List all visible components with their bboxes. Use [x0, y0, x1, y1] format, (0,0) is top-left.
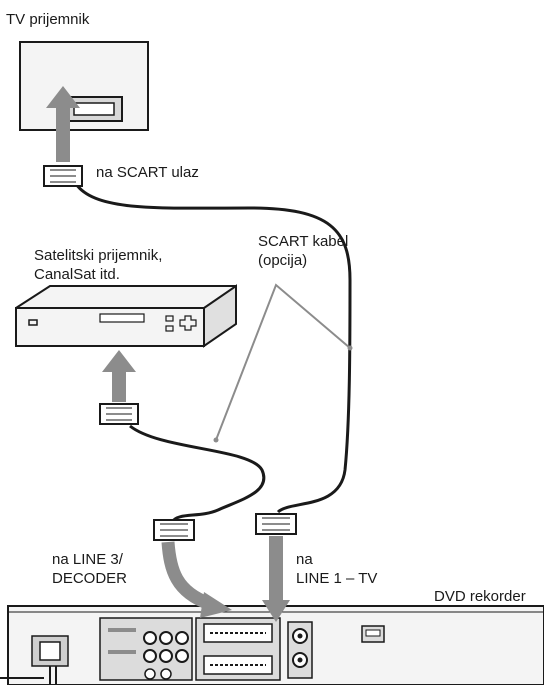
callout-dot-tv — [347, 345, 353, 351]
line1-tv-label: na LINE 1 – TV — [296, 550, 377, 588]
tv-receiver-label: TV prijemnik — [6, 11, 90, 28]
arrow-to-satellite — [102, 350, 136, 402]
scart-plug-satellite-end — [99, 403, 139, 425]
satellite-receiver-label-line1: Satelitski prijemnik, — [34, 247, 163, 264]
scart-cable-label: SCART kabel (opcija) — [258, 232, 348, 270]
scart-cable-label-line2: (opcija) — [258, 252, 308, 269]
scart-plug-decoder-end — [153, 519, 195, 541]
power-cord — [49, 666, 57, 685]
scart-cable-label-line1: SCART kabel — [258, 233, 349, 250]
scart-input-label: na SCART ulaz — [96, 164, 199, 181]
callout-dot-decoder — [213, 437, 219, 443]
scart-cable-decoder — [129, 424, 266, 524]
arrow-to-line1 — [262, 536, 290, 622]
satellite-receiver-label-line2: CanalSat itd. — [34, 266, 120, 283]
scart-plug-tv-end — [43, 165, 83, 187]
scart-plug-line1-end — [255, 513, 297, 535]
line3-decoder-label-line1: na LINE 3/ — [52, 551, 123, 568]
dvd-recorder-label: DVD rekorder — [434, 588, 526, 605]
line3-decoder-label: na LINE 3/ DECODER — [52, 550, 127, 588]
line3-decoder-label-line2: DECODER — [52, 570, 128, 587]
scart-cable-tv — [74, 183, 352, 514]
tv-receiver — [19, 41, 149, 131]
satellite-receiver-label: Satelitski prijemnik, CanalSat itd. — [34, 246, 162, 284]
satellite-receiver — [15, 284, 237, 348]
line1-tv-label-line1: na — [296, 551, 313, 568]
cable-callout-line — [215, 283, 351, 441]
arrow-to-tv — [46, 86, 80, 162]
line1-tv-label-line2: LINE 1 – TV — [296, 570, 378, 587]
arrow-to-line3 — [161, 541, 232, 618]
